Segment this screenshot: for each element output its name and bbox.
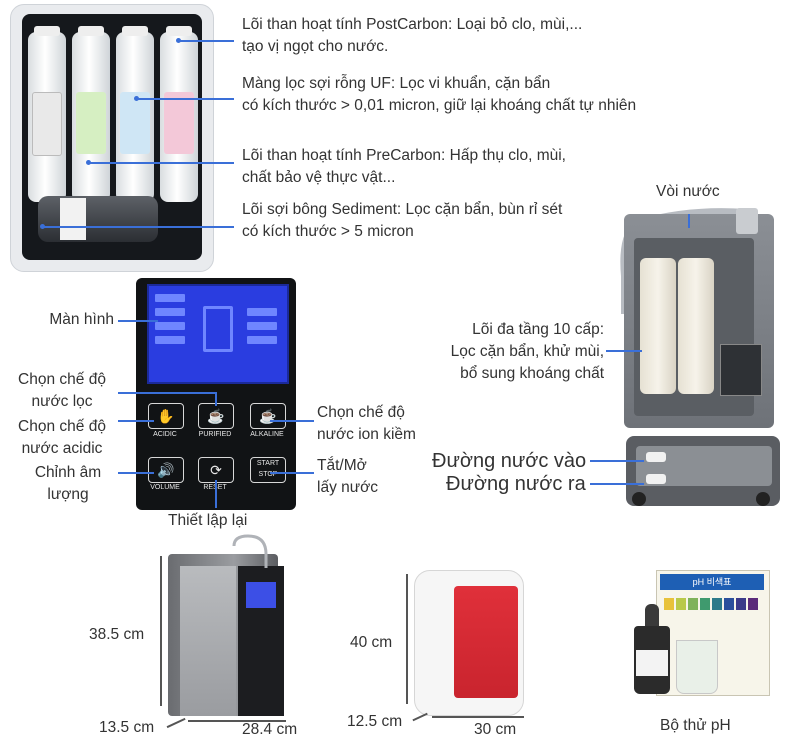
faucet-head	[736, 208, 758, 234]
outlet-fitting	[646, 474, 666, 484]
box-unit-red-panel	[454, 586, 518, 698]
precarbon-label: Lõi than hoạt tính PreCarbon: Hấp thụ cl…	[242, 145, 566, 189]
start-stop-label: Tắt/Mở lấy nước	[317, 455, 378, 499]
purified-button[interactable]: ☕	[198, 403, 234, 429]
acidic-mode-line-1: Chọn chế độ	[18, 418, 106, 435]
start-text: START	[256, 460, 280, 467]
start-stop-button[interactable]: START STOP	[250, 457, 286, 483]
volume-label: Chỉnh âm lượng	[20, 462, 116, 506]
water-out-label: Đường nước ra	[446, 473, 586, 495]
core-cartridge	[640, 258, 676, 394]
volume-line-2: lượng	[47, 486, 89, 503]
main-height-label: 38.5 cm	[89, 626, 145, 643]
sediment-line-1: Lõi sợi bông Sediment: Lọc cặn bẩn, bùn …	[242, 201, 563, 218]
precarbon-cartridge	[72, 26, 110, 202]
core-label: Lõi đa tầng 10 cấp: Lọc cặn bẩn, khử mùi…	[420, 319, 604, 385]
acidic-mode-label: Chọn chế độ nước acidic	[10, 416, 114, 460]
stop-text: STOP	[258, 471, 278, 478]
postcarbon-label: Lõi than hoạt tính PostCarbon: Loại bỏ c…	[242, 14, 582, 58]
postcarbon-line-1: Lõi than hoạt tính PostCarbon: Loại bỏ c…	[242, 16, 583, 33]
core-line-3: bổ sung khoáng chất	[460, 365, 604, 382]
precarbon-line-2: chất bảo vệ thực vật...	[242, 169, 396, 186]
alkaline-mode-line-1: Chọn chế độ	[317, 404, 405, 421]
box-depth-label: 12.5 cm	[347, 713, 403, 730]
purified-button-label: PURIFIED	[198, 431, 232, 438]
alkaline-button-label: ALKALINE	[250, 431, 284, 438]
acidic-button-label: ACIDIC	[153, 431, 177, 438]
screen-label: Màn hình	[49, 311, 114, 328]
faucet-label: Vòi nước	[656, 183, 720, 200]
refresh-icon: ⟳	[210, 462, 222, 478]
sediment-label: Lõi sợi bông Sediment: Lọc cặn bẩn, bùn …	[242, 199, 562, 243]
hand-icon: ✋	[157, 408, 175, 424]
filtered-mode-line-1: Chọn chế độ	[18, 371, 106, 388]
box-width-label: 30 cm	[474, 721, 517, 738]
acidic-button[interactable]: ✋	[148, 403, 184, 429]
uf-cartridge	[116, 26, 154, 202]
filtered-mode-label: Chọn chế độ nước lọc	[10, 369, 114, 413]
sediment-cartridge	[28, 26, 66, 202]
core-line-2: Lọc cặn bẩn, khử mùi,	[450, 343, 604, 360]
water-in-label: Đường nước vào	[432, 450, 587, 472]
postcarbon-line-2: tạo vị ngọt cho nước.	[242, 38, 389, 55]
uf-line-2: có kích thước > 0,01 micron, giữ lại kho…	[242, 97, 637, 114]
reset-label: Thiết lập lại	[168, 512, 248, 529]
alkaline-mode-label: Chọn chế độ nước ion kiềm	[317, 402, 416, 446]
volume-button-label: VOLUME	[150, 484, 180, 491]
alkaline-button[interactable]: ☕	[250, 403, 286, 429]
box-height-label: 40 cm	[350, 634, 393, 651]
ph-test-caption: Bộ thử pH	[660, 717, 731, 734]
precarbon-line-1: Lõi than hoạt tính PreCarbon: Hấp thụ cl…	[242, 147, 566, 164]
unit-screen	[246, 582, 276, 608]
postcarbon-cartridge	[160, 26, 198, 202]
core-line-1: Lõi đa tầng 10 cấp:	[472, 321, 604, 338]
cup-icon: ☕	[207, 408, 225, 424]
uf-line-1: Màng lọc sợi rỗng UF: Lọc vi khuẩn, cặn …	[242, 75, 551, 92]
unit-faucet-icon	[232, 534, 268, 568]
acidic-mode-line-2: nước acidic	[21, 440, 103, 457]
ph-chart-title: pH 비색표	[692, 577, 732, 587]
volume-line-1: Chỉnh âm	[34, 464, 102, 481]
inlet-fitting	[646, 452, 666, 462]
pump-image	[38, 196, 158, 242]
display-screen	[147, 284, 289, 384]
main-depth-label: 13.5 cm	[99, 719, 155, 736]
main-width-label: 28.4 cm	[242, 721, 298, 738]
start-stop-line-2: lấy nước	[317, 479, 379, 496]
filtered-mode-line-2: nước lọc	[31, 393, 93, 410]
speaker-icon: 🔊	[157, 462, 175, 478]
uf-label: Màng lọc sợi rỗng UF: Lọc vi khuẩn, cặn …	[242, 73, 636, 117]
cup-icon: ☕	[259, 408, 277, 424]
sediment-line-2: có kích thước > 5 micron	[242, 223, 414, 240]
start-stop-line-1: Tắt/Mở	[317, 457, 367, 474]
test-cup	[676, 640, 718, 694]
volume-button[interactable]: 🔊	[148, 457, 184, 483]
alkaline-mode-line-2: nước ion kiềm	[317, 426, 416, 443]
